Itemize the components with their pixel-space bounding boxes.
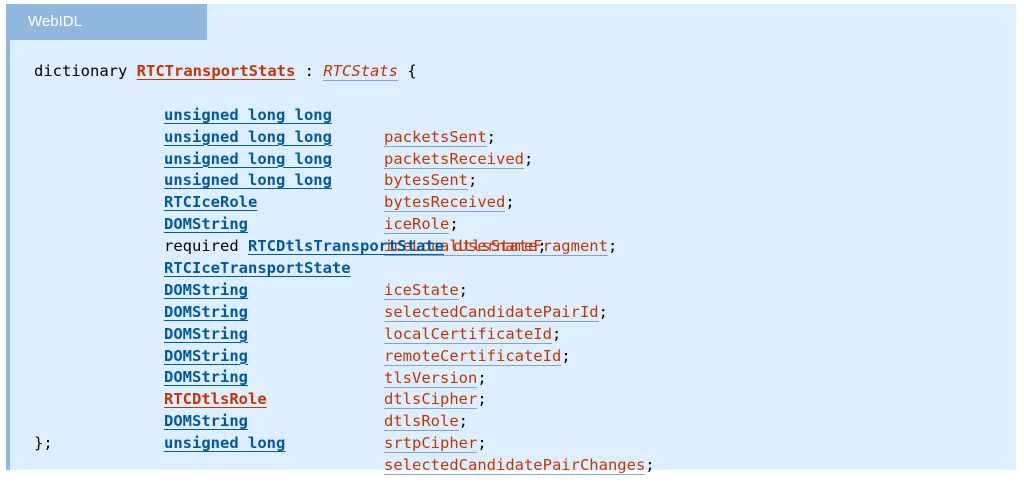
member-type-link[interactable]: unsigned long long bbox=[164, 105, 332, 124]
dictionary-header-line: dictionary RTCTransportStats : RTCStats … bbox=[34, 61, 417, 83]
member-type-link[interactable]: RTCDtlsRole bbox=[164, 390, 267, 409]
member-line: unsigned long selectedCandidatePairChang… bbox=[34, 411, 655, 476]
semicolon: ; bbox=[537, 237, 547, 256]
member-name-link[interactable]: dtlsRole bbox=[384, 412, 459, 432]
member-type-link[interactable]: unsigned long bbox=[164, 434, 286, 453]
semicolon: ; bbox=[477, 390, 487, 409]
member-line: DOMString localCertificateId; bbox=[34, 280, 561, 344]
member-line: DOMString dtlsCipher; bbox=[34, 346, 487, 410]
semicolon: ; bbox=[561, 346, 571, 365]
member-name-link[interactable]: bytesSent bbox=[384, 171, 468, 191]
semicolon: ; bbox=[477, 368, 487, 387]
member-line-required: required RTCDtlsTransportState dtlsState… bbox=[34, 214, 547, 257]
close-brace: }; bbox=[34, 434, 53, 453]
member-type-link[interactable]: DOMString bbox=[164, 215, 248, 234]
member-name-link[interactable]: packetsReceived bbox=[384, 149, 524, 169]
member-name-link[interactable]: selectedCandidatePairId bbox=[384, 302, 599, 322]
member-line: unsigned long long packetsReceived; bbox=[34, 105, 533, 169]
member-line: DOMString srtpCipher; bbox=[34, 389, 487, 454]
required-keyword: required bbox=[164, 237, 239, 256]
member-type-link[interactable]: DOMString bbox=[164, 324, 248, 343]
idl-code: dictionary RTCTransportStats : RTCStats … bbox=[34, 61, 655, 476]
member-line: unsigned long long bytesReceived; bbox=[34, 149, 515, 213]
member-type-link[interactable]: RTCDtlsTransportState bbox=[248, 237, 444, 256]
member-name-link[interactable]: iceRole bbox=[384, 215, 450, 235]
member-line: DOMString remoteCertificateId; bbox=[34, 302, 571, 366]
dictionary-close-line: }; bbox=[34, 433, 417, 455]
member-name-link[interactable]: srtpCipher bbox=[384, 434, 478, 454]
semicolon: ; bbox=[477, 434, 487, 453]
semicolon: ; bbox=[551, 324, 562, 343]
parent-dictionary-link[interactable]: RTCStats bbox=[323, 62, 398, 81]
member-type-link[interactable]: RTCIceRole bbox=[164, 193, 258, 212]
member-name-link[interactable]: iceLocalUsernameFragment bbox=[384, 237, 608, 257]
semicolon: ; bbox=[598, 302, 608, 321]
member-name-link[interactable]: tlsVersion bbox=[384, 368, 478, 388]
webidl-code-block: WebIDL dictionary RTCTransportStats : RT… bbox=[6, 4, 1016, 476]
member-name-link[interactable]: dtlsState bbox=[453, 237, 538, 257]
dictionary-keyword: dictionary bbox=[34, 62, 128, 80]
inheritance-colon: : bbox=[304, 62, 314, 80]
member-line: unsigned long long packetsSent; bbox=[34, 83, 496, 147]
member-type-link[interactable]: unsigned long long bbox=[164, 127, 332, 146]
member-type-link[interactable]: RTCIceTransportState bbox=[164, 259, 351, 278]
webidl-label-tab: WebIDL bbox=[10, 4, 207, 40]
semicolon: ; bbox=[458, 412, 468, 431]
semicolon: ; bbox=[468, 171, 478, 190]
member-name-link[interactable]: remoteCertificateId bbox=[384, 346, 562, 366]
member-type-link[interactable]: DOMString bbox=[164, 368, 248, 387]
open-brace: { bbox=[407, 62, 417, 80]
member-line: DOMString iceLocalUsernameFragment; bbox=[34, 192, 617, 257]
member-type-link[interactable]: DOMString bbox=[164, 346, 248, 365]
dictionary-name-link[interactable]: RTCTransportStats bbox=[136, 62, 296, 80]
semicolon: ; bbox=[645, 456, 655, 475]
member-type-link[interactable]: DOMString bbox=[164, 280, 248, 299]
semicolon: ; bbox=[449, 215, 459, 234]
semicolon: ; bbox=[486, 127, 496, 146]
member-line: RTCDtlsRole dtlsRole; bbox=[34, 367, 468, 432]
semicolon: ; bbox=[458, 280, 468, 299]
semicolon: ; bbox=[607, 237, 618, 256]
semicolon: ; bbox=[505, 193, 515, 212]
member-name-link[interactable]: localCertificateId bbox=[384, 324, 552, 344]
member-line: DOMString selectedCandidatePairId; bbox=[34, 258, 608, 322]
member-type-link[interactable]: unsigned long long bbox=[164, 149, 332, 168]
member-type-link[interactable]: unsigned long long bbox=[164, 171, 332, 190]
member-line: DOMString tlsVersion; bbox=[34, 324, 487, 388]
member-name-link[interactable]: bytesReceived bbox=[384, 193, 506, 213]
member-name-link[interactable]: dtlsCipher bbox=[384, 390, 478, 410]
member-line: RTCIceRole iceRole; bbox=[34, 170, 459, 235]
semicolon: ; bbox=[523, 149, 534, 168]
member-name-link[interactable]: selectedCandidatePairChanges bbox=[384, 456, 646, 476]
member-line: RTCIceTransportState iceState; bbox=[34, 236, 468, 300]
member-type-link[interactable]: DOMString bbox=[164, 412, 248, 431]
member-name-link[interactable]: iceState bbox=[384, 280, 459, 300]
member-line: unsigned long long bytesSent; bbox=[34, 127, 477, 191]
member-name-link[interactable]: packetsSent bbox=[384, 127, 487, 147]
member-type-link[interactable]: DOMString bbox=[164, 302, 248, 321]
